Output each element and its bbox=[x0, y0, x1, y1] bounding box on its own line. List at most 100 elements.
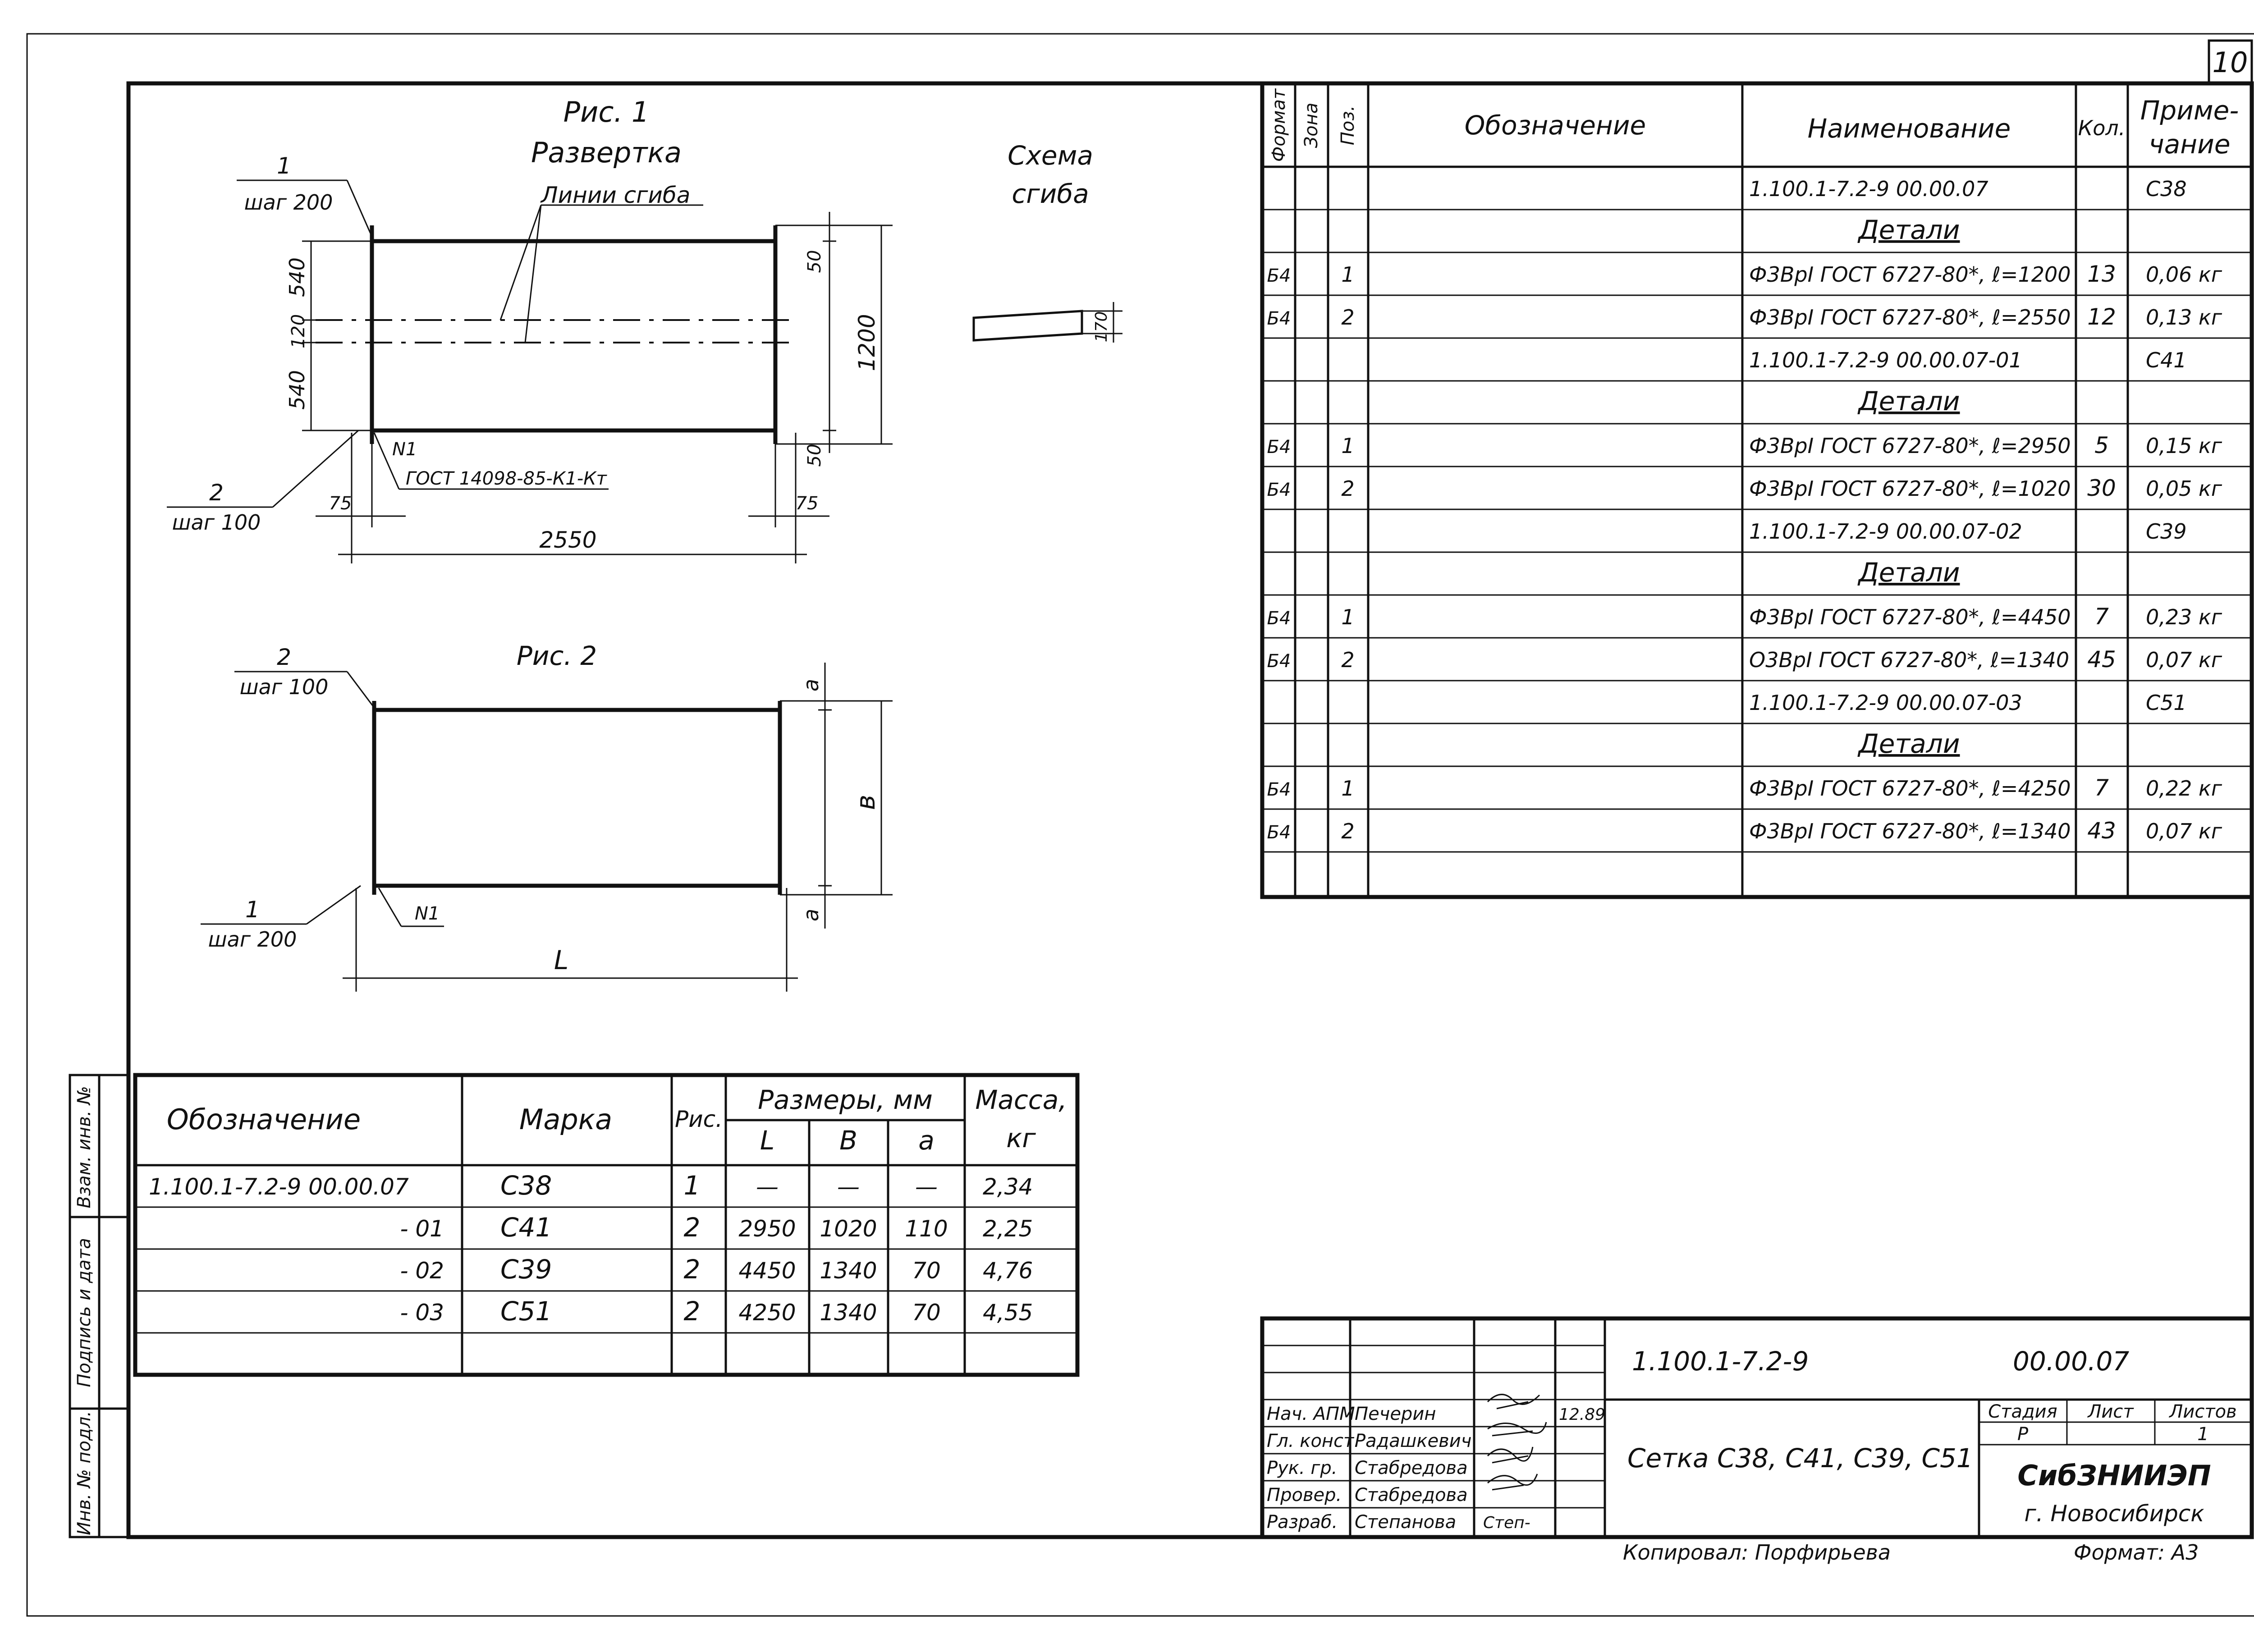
side-sign-date: Подпись и дата bbox=[74, 1238, 95, 1387]
bend-dim: 170 bbox=[1092, 311, 1111, 343]
marks-cell-fig: 2 bbox=[684, 1212, 701, 1243]
marks-header-L: L bbox=[760, 1125, 774, 1156]
marks-cell-designation: 1.100.1-7.2-9 00.00.07 bbox=[149, 1174, 409, 1200]
marks-header-mark: Марка bbox=[519, 1103, 612, 1136]
marks-cell-fig: 1 bbox=[684, 1170, 701, 1201]
spec-header-pos: Поз. bbox=[1338, 105, 1358, 146]
marks-cell-mass: 4,76 bbox=[983, 1258, 1033, 1284]
marks-header-B: В bbox=[839, 1125, 857, 1156]
spec-cell-name: О3ВрI ГОСТ 6727-80*, ℓ=1340 bbox=[1749, 648, 2069, 672]
spec-row: Детали bbox=[1857, 557, 1960, 588]
spec-cell-note: 0,13 кг bbox=[2146, 305, 2222, 329]
marks-cell-mass: 2,34 bbox=[983, 1174, 1033, 1200]
spec-cell-pos: 2 bbox=[1341, 819, 1354, 843]
scheme-title: Схема bbox=[1008, 140, 1093, 171]
marks-header-mass-2: кг bbox=[1006, 1123, 1036, 1153]
tb-copied-by: Копировал: Порфирьева bbox=[1623, 1540, 1891, 1565]
spec-cell-format: Б4 bbox=[1267, 437, 1291, 458]
spec-cell-name: Ф3ВрI ГОСТ 6727-80*, ℓ=2950 bbox=[1749, 434, 2071, 458]
fig2-weld-leader bbox=[378, 888, 402, 927]
marks-cell-L: 4250 bbox=[738, 1300, 796, 1326]
marks-cell-designation: - 02 bbox=[400, 1258, 444, 1284]
sign-name: Стабредова bbox=[1355, 1458, 1468, 1478]
spec-cell-name: Ф3ВрI ГОСТ 6727-80*, ℓ=1200 bbox=[1749, 262, 2071, 287]
spec-cell-name: 1.100.1-7.2-9 00.00.07-02 bbox=[1749, 519, 2022, 544]
spec-cell-note: 0,07 кг bbox=[2146, 819, 2222, 843]
sign-role: Гл. конст. bbox=[1267, 1431, 1360, 1451]
signature-4 bbox=[1487, 1474, 1538, 1491]
marks-cell-B: — bbox=[837, 1174, 860, 1200]
fig2-title: Рис. 2 bbox=[517, 641, 597, 671]
spec-cell-format: Б4 bbox=[1267, 608, 1291, 629]
marks-cell-L: — bbox=[756, 1174, 779, 1200]
marks-cell-mark: С51 bbox=[500, 1296, 552, 1327]
spec-cell-pos: 1 bbox=[1341, 605, 1354, 629]
sign-name: Радашкевич bbox=[1355, 1431, 1471, 1451]
spec-cell-pos: 1 bbox=[1341, 262, 1354, 287]
spec-cell-format: Б4 bbox=[1267, 308, 1291, 329]
tb-stage: Р bbox=[2017, 1424, 2029, 1445]
spec-header-zone: Зона bbox=[1301, 103, 1322, 148]
tb-sheets-label: Листов bbox=[2168, 1401, 2236, 1422]
fig1-subtitle: Развертка bbox=[531, 136, 682, 169]
fig2-pos2-step: шаг 100 bbox=[240, 675, 329, 699]
spec-cell-name: Ф3ВрI ГОСТ 6727-80*, ℓ=4250 bbox=[1749, 776, 2071, 801]
spec-cell-note: С39 bbox=[2146, 519, 2187, 544]
marks-cell-fig: 2 bbox=[684, 1296, 701, 1327]
fig1-pos2-step: шаг 100 bbox=[172, 510, 261, 535]
spec-row: 1.100.1-7.2-9 00.00.07-03 С51 bbox=[1749, 691, 2187, 715]
tb-sheet-label: Лист bbox=[2087, 1401, 2134, 1422]
spec-row: Детали bbox=[1857, 728, 1960, 759]
marks-cell-B: 1340 bbox=[820, 1258, 877, 1284]
bend-lines-label: Линии сгиба bbox=[540, 182, 690, 208]
marks-cell-mark: С41 bbox=[500, 1212, 552, 1243]
spec-cell-name: Ф3ВрI ГОСТ 6727-80*, ℓ=2550 bbox=[1749, 305, 2071, 329]
dim-75-right: 75 bbox=[796, 493, 819, 514]
spec-cell-note: С51 bbox=[2146, 691, 2187, 715]
signature-1 bbox=[1487, 1394, 1540, 1409]
dim-50-top: 50 bbox=[804, 250, 825, 273]
fig1-weld-label: N1 bbox=[392, 439, 417, 460]
spec-cell-format: Б4 bbox=[1267, 779, 1291, 800]
spec-cell-name: Ф3ВрI ГОСТ 6727-80*, ℓ=1020 bbox=[1749, 476, 2071, 501]
spec-cell-name: Детали bbox=[1857, 557, 1960, 588]
marks-header-designation: Обозначение bbox=[167, 1103, 361, 1136]
sign-role: Провер. bbox=[1267, 1485, 1342, 1506]
sign-role: Разраб. bbox=[1267, 1512, 1338, 1533]
fig1-pos1-leader bbox=[346, 180, 373, 237]
spec-row: Детали bbox=[1857, 386, 1960, 416]
tb-sheets: 1 bbox=[2197, 1424, 2208, 1445]
spec-cell-qty: 43 bbox=[2087, 818, 2116, 844]
scheme-subtitle: сгиба bbox=[1012, 178, 1089, 209]
bend-profile bbox=[972, 310, 1083, 342]
tb-org: СибЗНИИЭП bbox=[2017, 1459, 2211, 1492]
spec-cell-qty: 13 bbox=[2087, 261, 2116, 287]
marks-cell-a: — bbox=[915, 1174, 938, 1200]
spec-row: 1.100.1-7.2-9 00.00.07-02 С39 bbox=[1749, 519, 2187, 544]
fig2-dim-a-top: a bbox=[799, 679, 823, 691]
signature-row: Рук. гр.Стабредова bbox=[1267, 1458, 1468, 1478]
tb-doc-code-suffix: 00.00.07 bbox=[2013, 1346, 2129, 1377]
fig1-pos2: 2 bbox=[209, 480, 224, 506]
fig2-dim-L: L bbox=[554, 945, 568, 975]
spec-outer bbox=[1260, 81, 2254, 899]
tb-stage-label: Стадия bbox=[1988, 1401, 2057, 1422]
spec-cell-name: 1.100.1-7.2-9 00.00.07-01 bbox=[1749, 348, 2022, 372]
spec-header-format: Формат bbox=[1269, 88, 1289, 162]
spec-cell-name: 1.100.1-7.2-9 00.00.07-03 bbox=[1749, 691, 2022, 715]
signature-row: Гл. конст.Радашкевич bbox=[1267, 1431, 1471, 1451]
spec-cell-note: 0,23 кг bbox=[2146, 605, 2222, 629]
spec-cell-qty: 12 bbox=[2087, 304, 2116, 330]
spec-cell-name: Детали bbox=[1857, 728, 1960, 759]
marks-outer bbox=[133, 1073, 1080, 1377]
spec-cell-pos: 2 bbox=[1341, 648, 1354, 672]
spec-cell-qty: 5 bbox=[2094, 432, 2109, 458]
spec-cell-pos: 1 bbox=[1341, 776, 1354, 801]
marks-cell-mass: 4,55 bbox=[983, 1300, 1033, 1326]
